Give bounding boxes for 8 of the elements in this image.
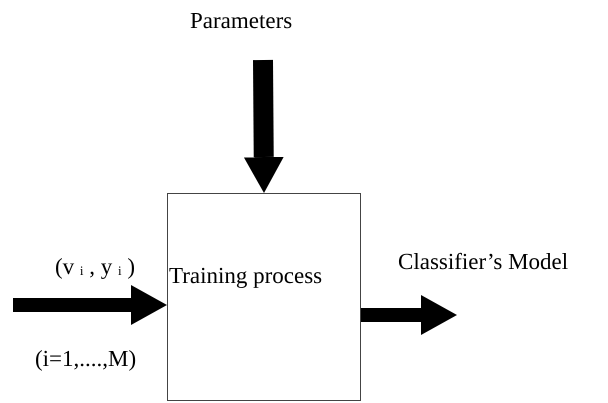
arrow: [244, 60, 284, 193]
process-box: [167, 193, 361, 401]
node-label: Parameters: [190, 6, 336, 36]
process-label: Training process: [169, 263, 322, 288]
node-label: Classifier’s Model: [398, 247, 606, 277]
index-range-label: (i=1,....,M): [35, 346, 136, 372]
arrow: [13, 285, 167, 325]
arrow: [361, 295, 457, 335]
